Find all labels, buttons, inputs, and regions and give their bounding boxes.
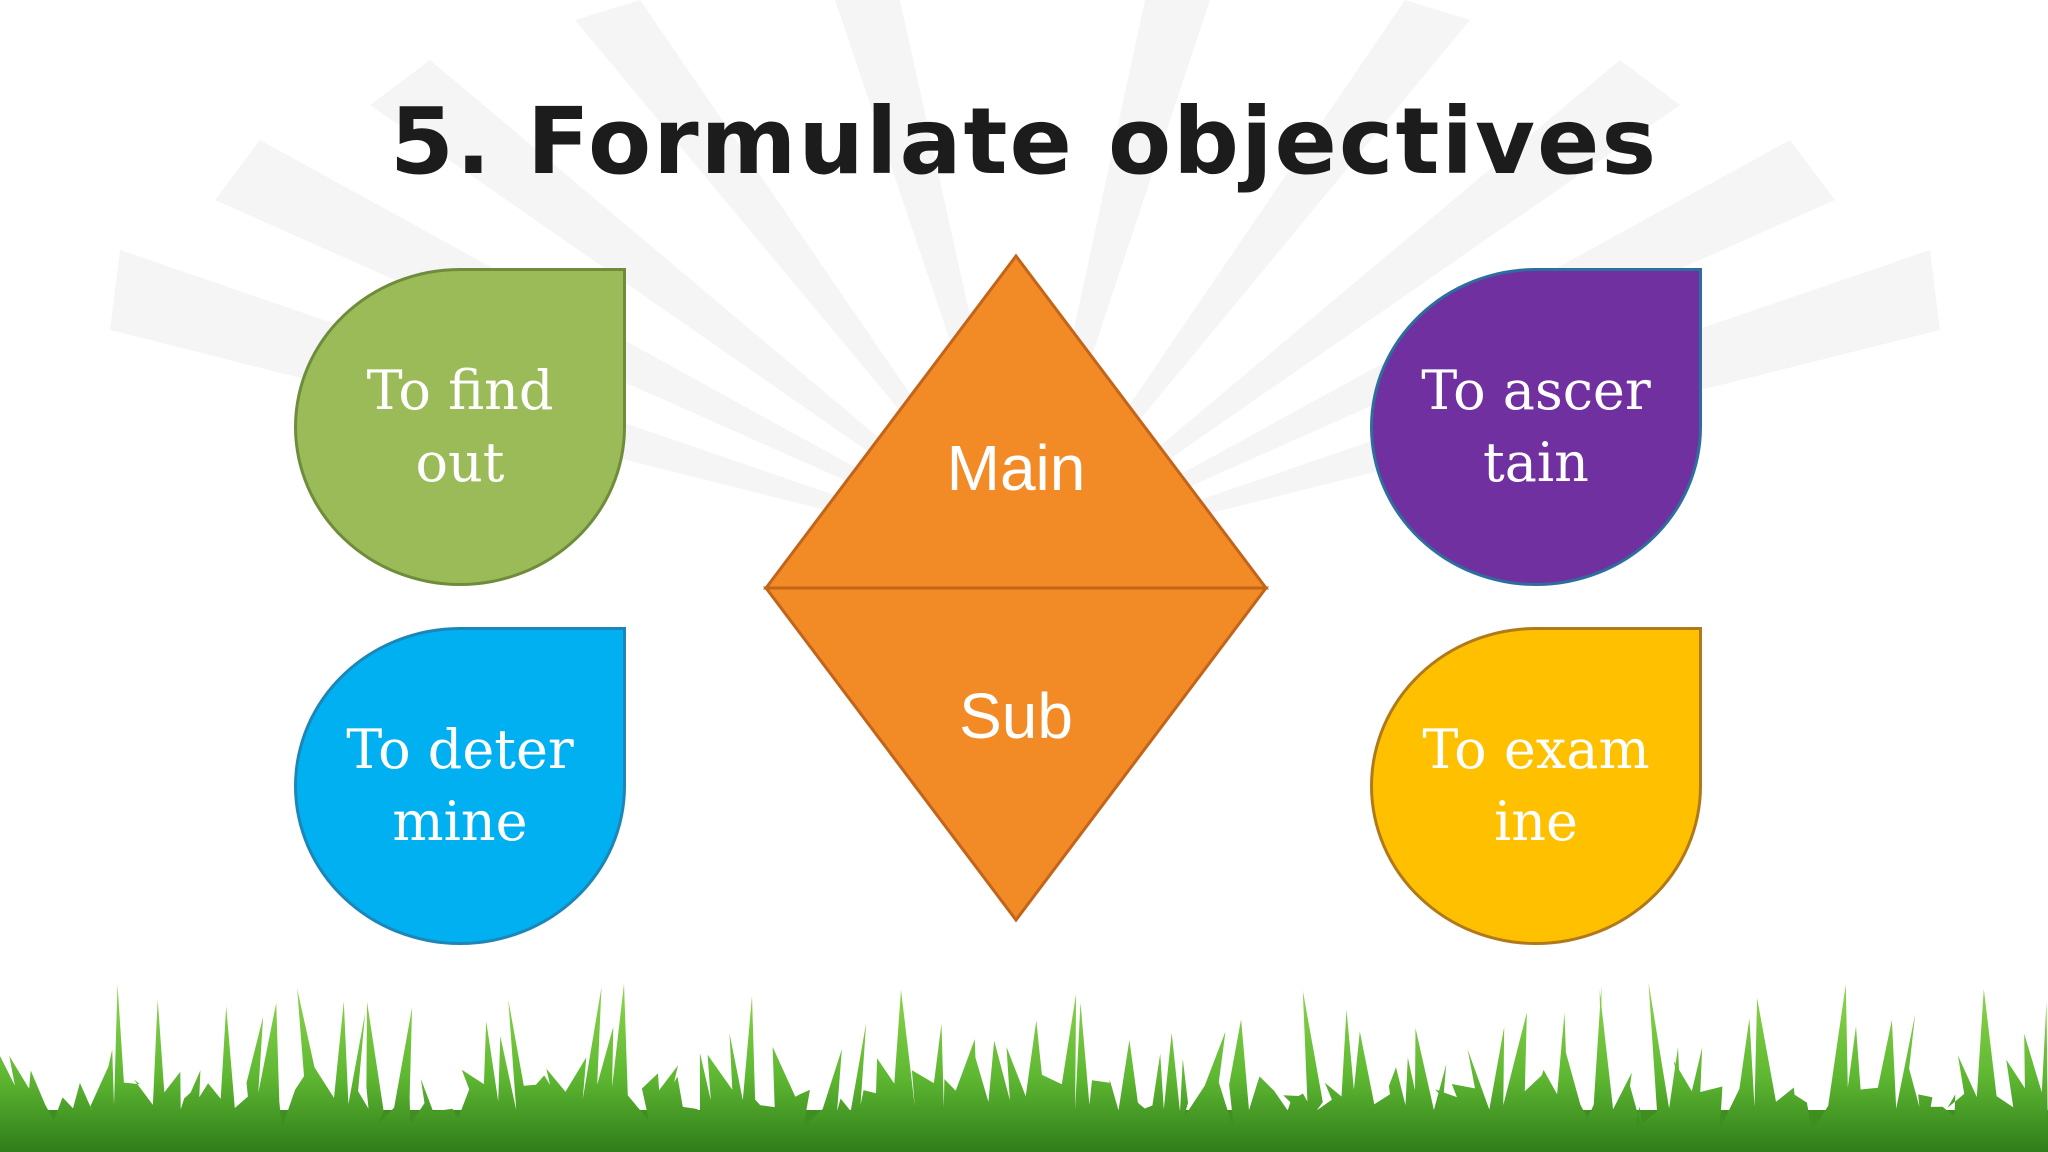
grass-border xyxy=(0,982,2048,1152)
objective-label: To determine xyxy=(346,718,574,853)
main-sub-diamond: Main Sub xyxy=(762,252,1270,924)
objective-to-examine: To examine xyxy=(1370,627,1702,945)
objective-label: To find out xyxy=(366,359,554,494)
slide-title: 5. Formulate objectives xyxy=(389,88,1659,195)
sub-triangle xyxy=(762,586,1270,923)
main-label: Main xyxy=(946,432,1086,504)
main-triangle xyxy=(762,253,1270,590)
objective-to-find-out: To find out xyxy=(294,268,626,586)
objective-to-ascertain: To ascertain xyxy=(1370,268,1702,586)
objective-label: To ascertain xyxy=(1421,359,1651,494)
objective-label: To examine xyxy=(1422,718,1650,853)
diamond-shape xyxy=(762,253,1270,923)
sub-label: Sub xyxy=(959,680,1073,752)
objective-to-determine: To determine xyxy=(294,627,626,945)
